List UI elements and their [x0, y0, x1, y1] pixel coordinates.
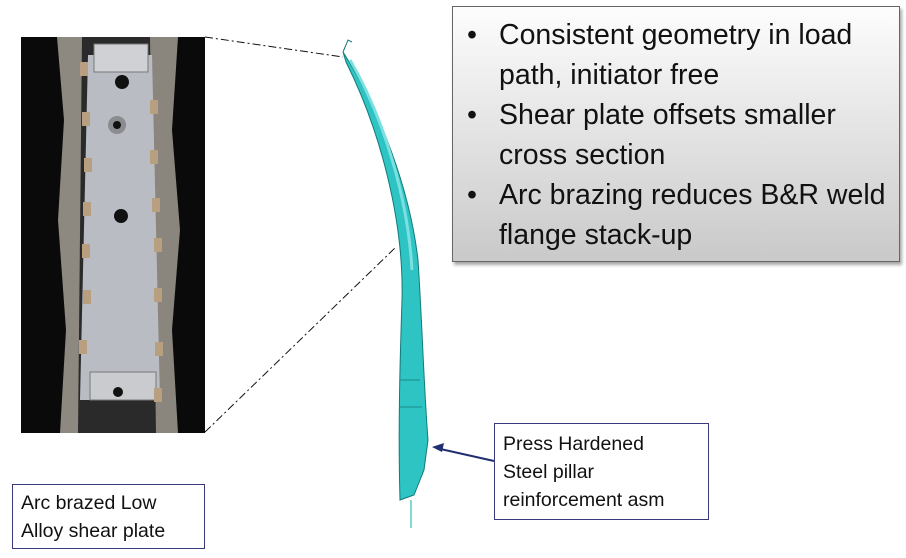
bullet-icon: • [467, 19, 477, 51]
pillar-label: Press Hardened Steel pillar reinforcemen… [494, 423, 709, 520]
shear-plate-label: Arc brazed Low Alloy shear plate [12, 484, 205, 549]
label-line: Arc brazed Low [21, 492, 157, 514]
bullet-item: • Consistent geometry in load path, initi… [465, 15, 889, 95]
bullet-text: Consistent geometry in load path, initia… [499, 19, 853, 91]
pointer-arrow [432, 443, 495, 462]
bullet-icon: • [467, 99, 477, 131]
label-line: Press Hardened [503, 433, 644, 455]
pillar-reinforcement-model [342, 39, 429, 528]
bullet-text: Arc brazing reduces B&R weld flange stac… [499, 179, 886, 251]
label-line: Steel pillar [503, 461, 595, 483]
bullet-item: • Shear plate offsets smaller cross secti… [465, 95, 889, 175]
label-line: Alloy shear plate [21, 520, 166, 542]
shear-plate-photo [21, 37, 205, 433]
label-line: reinforcement asm [503, 489, 665, 511]
bullet-text: Shear plate offsets smaller cross sectio… [499, 99, 836, 171]
bullet-item: • Arc brazing reduces B&R weld flange sta… [465, 175, 889, 255]
bullet-icon: • [467, 179, 477, 211]
zoom-callout-lines [204, 36, 397, 433]
key-points-box: • Consistent geometry in load path, initi… [452, 6, 900, 262]
